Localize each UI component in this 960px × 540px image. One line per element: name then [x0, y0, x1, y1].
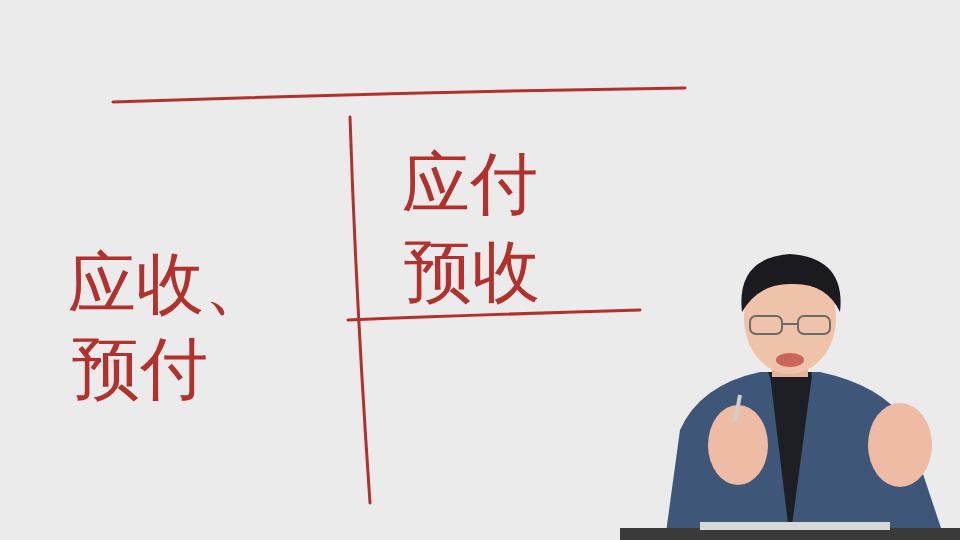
- handwritten-label: 预付: [72, 335, 208, 403]
- handwritten-label: 应付: [402, 150, 538, 218]
- short-line: [348, 310, 640, 320]
- handwritten-label: 应收、: [68, 250, 272, 318]
- top-line: [113, 88, 685, 102]
- handwritten-label: 预收: [404, 238, 540, 306]
- vertical-line: [350, 117, 370, 503]
- presenter-figure: [620, 254, 960, 540]
